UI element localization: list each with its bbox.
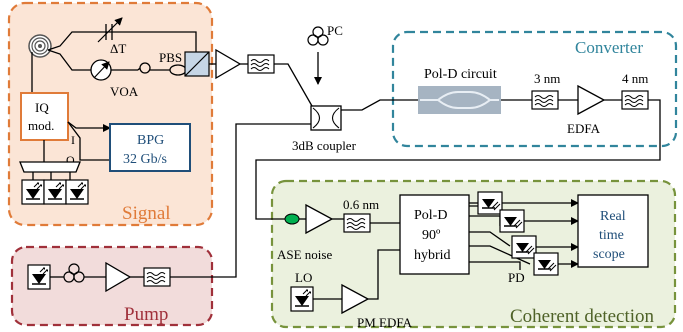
delta-t-label: ΔT (110, 41, 126, 56)
edfa-amplifier (577, 84, 606, 116)
delay-arm (47, 31, 197, 60)
ase-noise-label: ASE noise (277, 247, 332, 262)
filter-06nm-label: 0.6 nm (343, 197, 379, 212)
lo-laser-icon (290, 286, 314, 312)
laser-icon-3 (65, 179, 89, 205)
filter-4nm-label: 4 nm (622, 71, 648, 86)
signal-laser-spool (28, 34, 52, 58)
hybrid-label-1: Pol-D (414, 208, 447, 223)
pold-chip (418, 86, 501, 114)
signal-filter (247, 54, 275, 74)
real-time-scope-box (577, 194, 649, 268)
laser-icon-1 (21, 179, 45, 205)
filter-06nm (343, 213, 371, 233)
voa-icon (90, 59, 112, 81)
converter-region (391, 30, 678, 148)
pd-icon-4 (533, 252, 559, 276)
pc-icon (307, 26, 329, 46)
hybrid-label-3: hybrid (414, 248, 451, 263)
coherent-amplifier (305, 203, 334, 235)
ase-noise-node (284, 213, 300, 225)
pd-label: PD (508, 270, 525, 285)
pump-laser-icon (27, 264, 51, 290)
wdm-mux (19, 161, 81, 173)
pbs-label: PBS (159, 50, 182, 65)
edfa-label: EDFA (567, 121, 601, 136)
converter-region-label: Converter (575, 38, 643, 57)
pump-region-label: Pump (124, 304, 168, 325)
scope-label-3: scope (593, 247, 625, 262)
q-port-label: Q (66, 153, 75, 167)
lo-label: LO (295, 270, 312, 285)
pump-amplifier (105, 261, 132, 293)
scope-label-2: time (599, 228, 624, 243)
iq-mod-label-1: IQ (35, 100, 49, 115)
bpg-label-2: 32 Gb/s (123, 152, 167, 167)
pd-icon-1 (477, 191, 503, 215)
pm-edfa-label: PM EDFA (357, 315, 413, 330)
pc-label: PC (327, 23, 343, 38)
filter-3nm (531, 90, 559, 110)
pbs-icon (184, 51, 210, 77)
voa-label: VOA (110, 84, 139, 99)
coherent-region-label: Coherent detection (510, 306, 655, 327)
delay-line-delta-t (97, 17, 123, 43)
hybrid-label-2: 90º (422, 228, 441, 243)
filter-4nm (621, 90, 649, 110)
bpg-box (109, 123, 191, 172)
i-port-label: I (71, 133, 75, 147)
laser-icon-2 (43, 179, 67, 205)
filter-3nm-label: 3 nm (534, 71, 560, 86)
iq-mod-label-2: mod. (28, 118, 54, 133)
bpg-label-1: BPG (137, 133, 164, 148)
pd-icon-2 (499, 209, 525, 233)
scope-label-1: Real (600, 209, 626, 224)
pd-icon-3 (511, 235, 537, 259)
signal-amplifier (215, 48, 242, 80)
pump-filter (143, 267, 171, 287)
signal-region-label: Signal (122, 203, 171, 224)
pold-circuit-label: Pol-D circuit (424, 67, 497, 82)
pm-edfa-amplifier (341, 283, 370, 315)
coupler-label: 3dB coupler (292, 138, 357, 153)
pold-hybrid-box (399, 194, 470, 275)
